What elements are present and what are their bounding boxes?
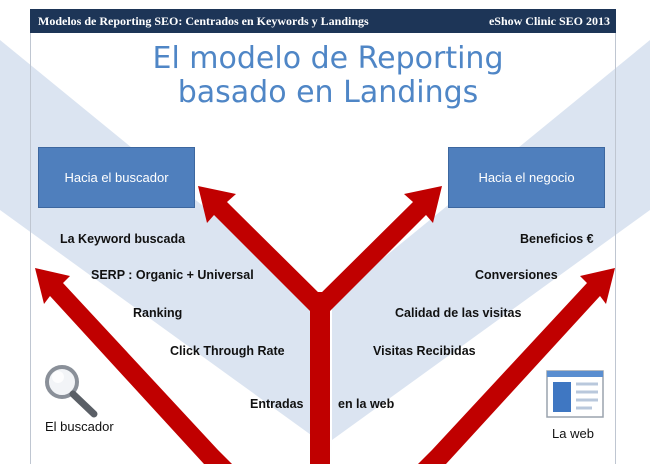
header-title: Modelos de Reporting SEO: Centrados en K…	[38, 13, 369, 28]
arrow-stem	[310, 292, 330, 464]
metric-keyword-buscada: La Keyword buscada	[60, 232, 186, 246]
right-band	[332, 40, 650, 440]
arrow-upper-right	[310, 186, 442, 312]
arrow-upper-left	[198, 186, 330, 312]
slide-title-line-1: El modelo de Reporting	[152, 41, 504, 76]
box-hacia-el-negocio: Hacia el negocio	[448, 147, 605, 208]
arrow-lower-left	[35, 268, 232, 464]
caption-la-web: La web	[552, 426, 594, 441]
header-event: eShow Clinic SEO 2013	[488, 13, 610, 28]
left-band	[0, 40, 318, 440]
en-la-web-label: en la web	[338, 397, 395, 411]
box-hacia-el-buscador: Hacia el buscador	[38, 147, 195, 208]
header-bar: Modelos de Reporting SEO: Centrados en K…	[30, 9, 616, 33]
metric-visitas-recibidas: Visitas Recibidas	[373, 344, 476, 358]
metric-beneficios: Beneficios €	[520, 232, 594, 246]
entradas-label: Entradas	[250, 397, 304, 411]
metric-conversiones: Conversiones	[475, 268, 558, 282]
slide-title-line-2: basado en Landings	[177, 75, 479, 110]
metric-serp: SERP : Organic + Universal	[91, 268, 254, 282]
metric-ctr: Click Through Rate	[170, 344, 285, 358]
metric-ranking: Ranking	[133, 306, 183, 320]
arrow-lower-right	[418, 268, 615, 464]
magnifier-icon	[45, 365, 98, 418]
arrows	[35, 186, 615, 464]
slide-title: El modelo de Reporting basado en Landing…	[100, 42, 556, 110]
web-page-icon	[546, 370, 604, 418]
slide-frame	[30, 33, 616, 464]
caption-el-buscador: El buscador	[45, 419, 114, 434]
metric-calidad-visitas: Calidad de las visitas	[395, 306, 522, 320]
